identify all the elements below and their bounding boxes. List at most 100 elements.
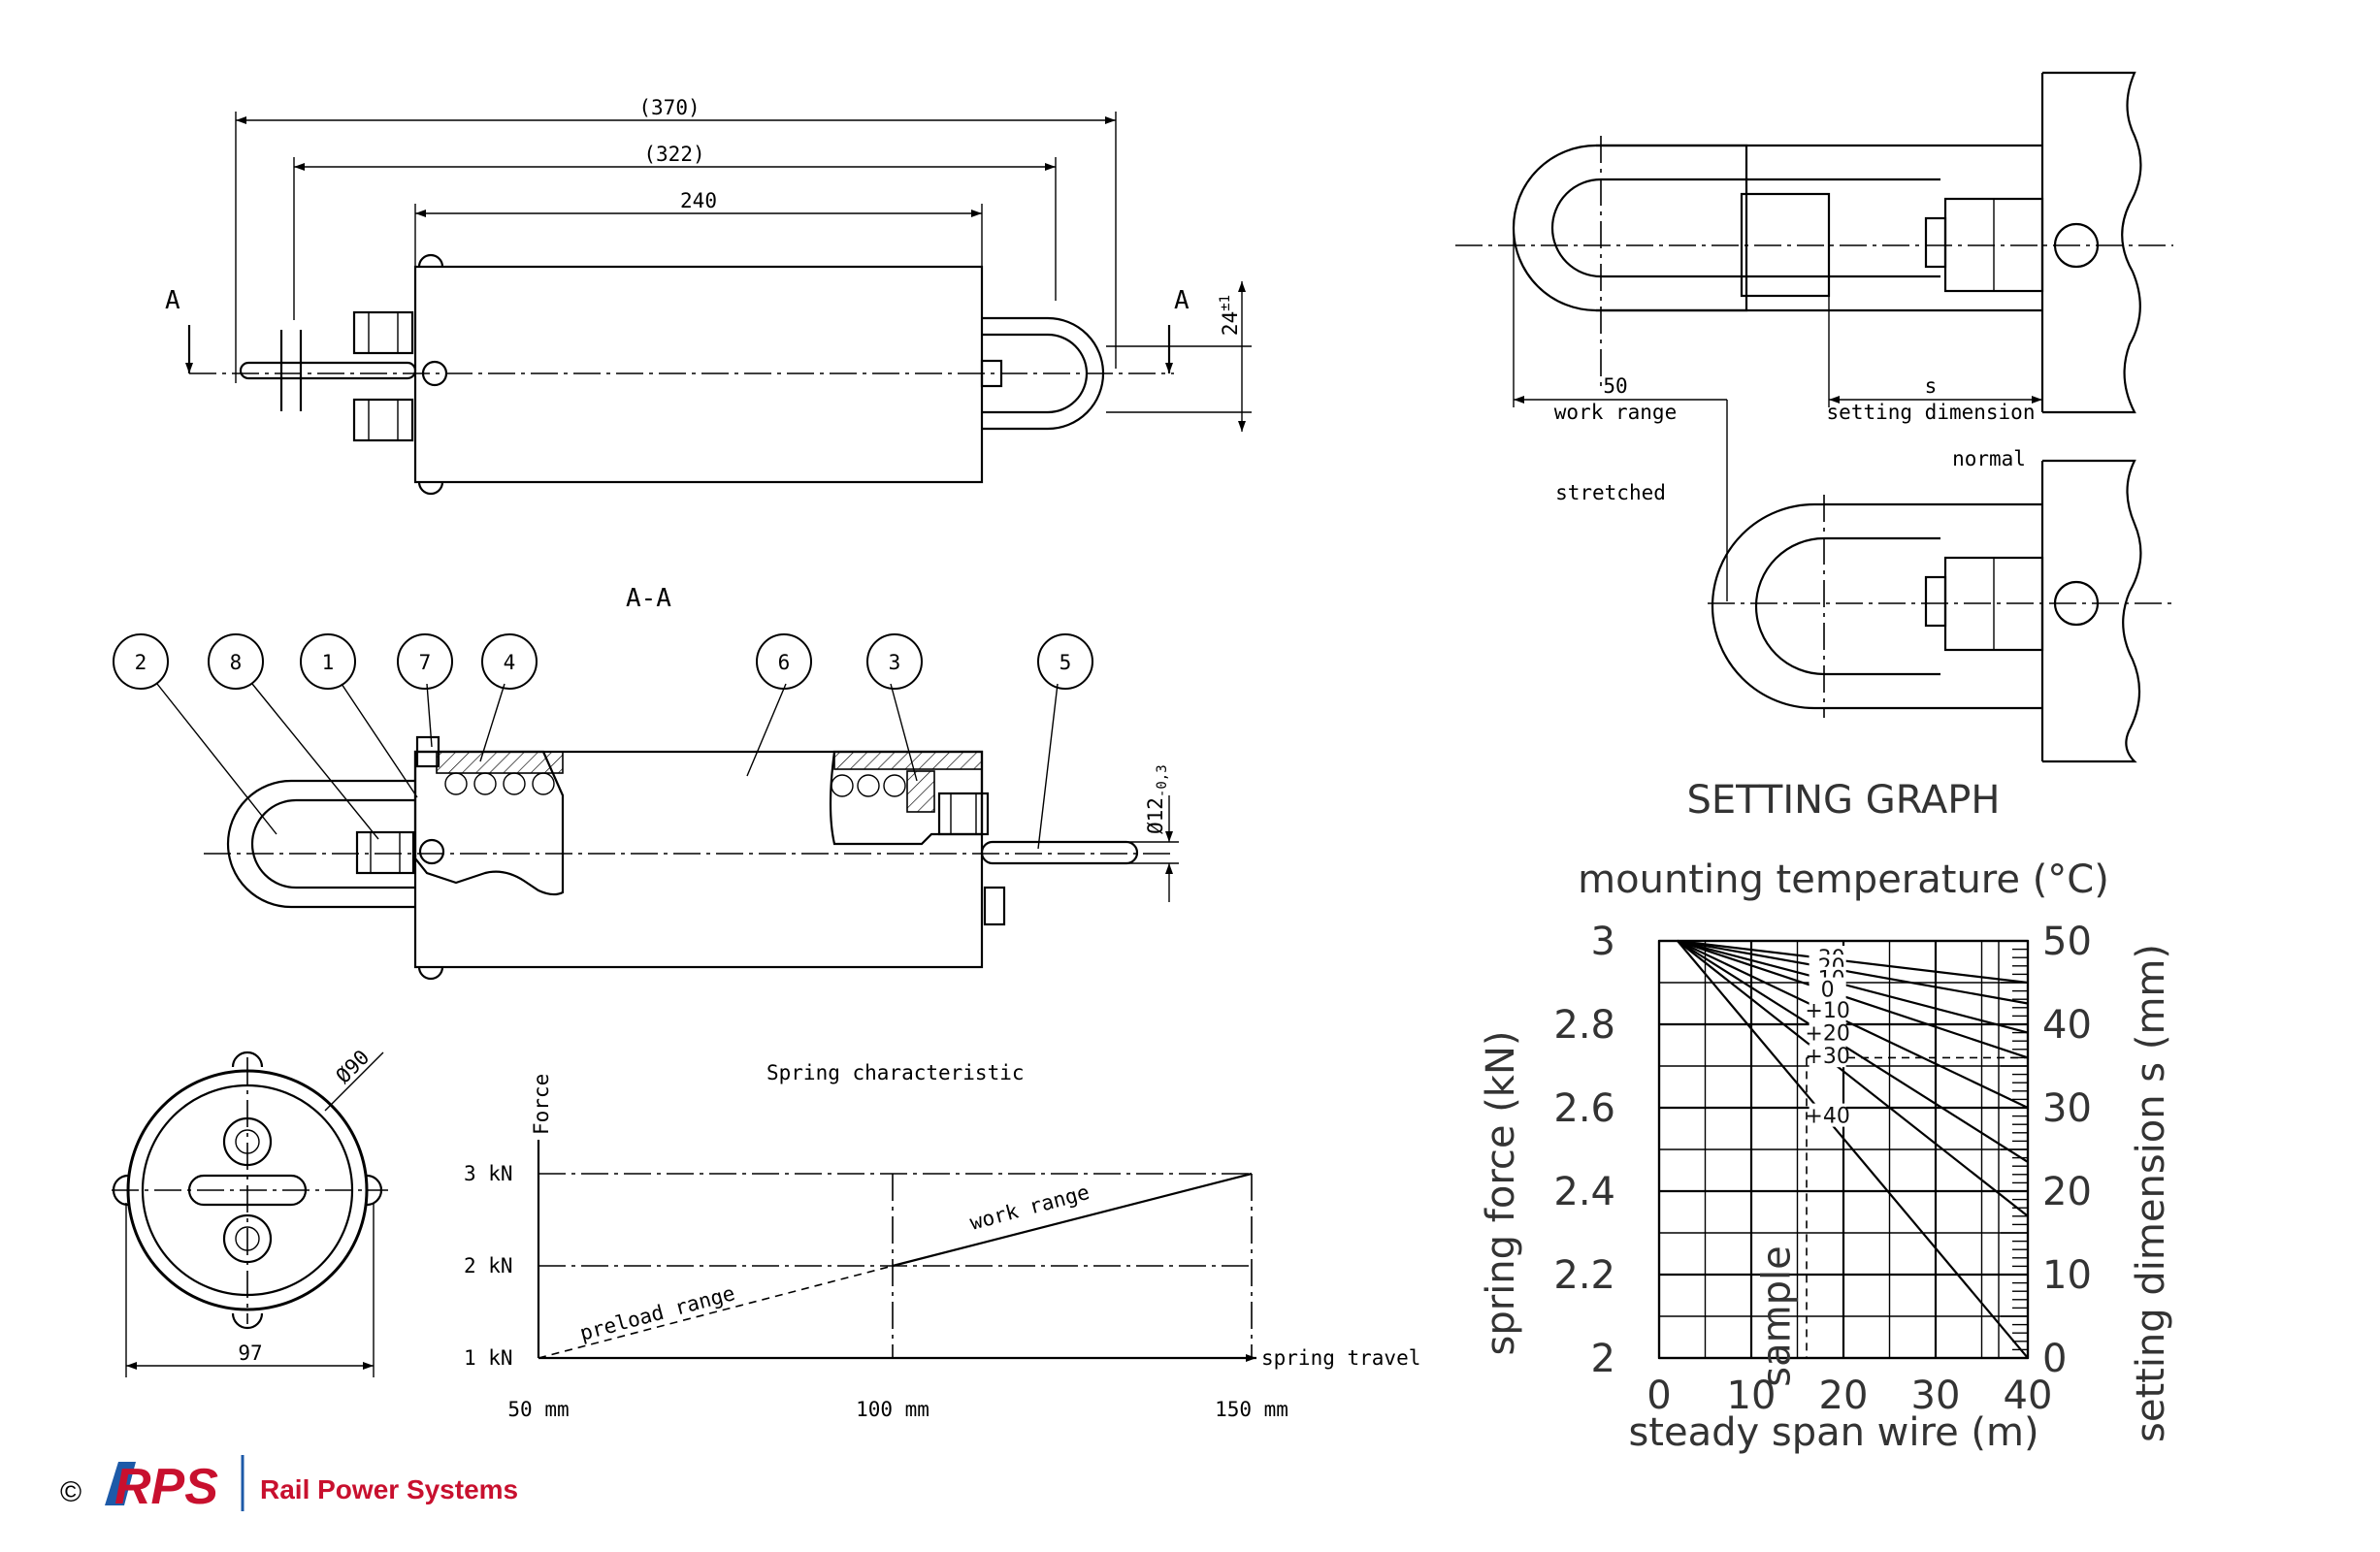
dim-offset: 24±1 bbox=[1218, 295, 1242, 336]
spring-coil bbox=[883, 774, 906, 797]
balloon-5: 5 bbox=[1037, 633, 1093, 690]
x-tick-0: 0 bbox=[1646, 1374, 1671, 1418]
copyright-symbol: © bbox=[60, 1476, 82, 1508]
series-line-+30 bbox=[1677, 940, 2029, 1217]
section-title: A-A bbox=[626, 584, 671, 613]
dim-rod: Ø12-0,3 bbox=[1144, 764, 1170, 834]
end-view: 97 Ø90 bbox=[112, 1046, 388, 1377]
dim-width: 97 bbox=[238, 1342, 262, 1365]
series-label-+20: +20 bbox=[1805, 1022, 1849, 1047]
spring-y-axis-label: Force bbox=[530, 1074, 553, 1135]
rps-logo: RPS bbox=[105, 1459, 218, 1515]
y2-tick-50: 50 bbox=[2042, 920, 2092, 964]
spring-x-tick-50: 50 mm bbox=[507, 1398, 569, 1421]
series-line--20 bbox=[1677, 939, 2029, 1005]
series-label-+30: +30 bbox=[1805, 1045, 1849, 1069]
y2-tick-30: 30 bbox=[2042, 1086, 2092, 1131]
series-line-+10 bbox=[1677, 940, 2029, 1109]
svg-text:1: 1 bbox=[322, 651, 335, 674]
spring-coil bbox=[473, 772, 497, 795]
y2-tick-40: 40 bbox=[2042, 1003, 2092, 1048]
series-line--10 bbox=[1677, 939, 2029, 1034]
series-line--30 bbox=[1677, 939, 2029, 985]
balloon-6: 6 bbox=[756, 633, 812, 690]
setting-graph-subtitle: mounting temperature (°C) bbox=[1578, 857, 2109, 902]
y2-tick-10: 10 bbox=[2042, 1253, 2092, 1298]
balloon-4: 4 bbox=[481, 633, 538, 690]
svg-text:RPS: RPS bbox=[114, 1459, 218, 1515]
spring-chart: Spring characteristic Force spring trave… bbox=[464, 1061, 1420, 1421]
spring-x-axis-label: spring travel bbox=[1261, 1346, 1420, 1370]
spring-y-tick-1: 1 kN bbox=[464, 1346, 513, 1370]
label-work-range: work range bbox=[967, 1180, 1092, 1235]
setting-value: s bbox=[1925, 374, 1938, 398]
balloon-8: 8 bbox=[208, 633, 264, 690]
spring-x-tick-150: 150 mm bbox=[1215, 1398, 1288, 1421]
y-tick-2.4: 2.4 bbox=[1553, 1170, 1615, 1214]
setting-graph-title: SETTING GRAPH bbox=[1687, 778, 2001, 823]
svg-text:5: 5 bbox=[1060, 651, 1072, 674]
dim-middle: (322) bbox=[643, 143, 704, 166]
spring-y-tick-3: 3 kN bbox=[464, 1162, 513, 1185]
footer: © RPS Rail Power Systems bbox=[60, 1455, 518, 1515]
work-range-label: work range bbox=[1554, 401, 1677, 424]
y2-tick-20: 20 bbox=[2042, 1170, 2092, 1214]
y-tick-2.8: 2.8 bbox=[1553, 1003, 1615, 1048]
setting-graph: SETTING GRAPH mounting temperature (°C) … bbox=[1479, 778, 2173, 1455]
y-tick-3: 3 bbox=[1591, 920, 1615, 964]
setting-label: setting dimension bbox=[1827, 401, 2036, 424]
svg-text:8: 8 bbox=[230, 651, 243, 674]
setting-graph-ylabel: spring force (kN) bbox=[1479, 1031, 1523, 1356]
dim-diameter: Ø90 bbox=[332, 1046, 375, 1088]
series-label-bg bbox=[1809, 1044, 1846, 1068]
balloon-3: 3 bbox=[866, 633, 923, 690]
spring-chart-title: Spring characteristic bbox=[766, 1061, 1025, 1084]
x-tick-30: 30 bbox=[1911, 1374, 1961, 1418]
balloon-7: 7 bbox=[397, 633, 453, 690]
y2-tick-0: 0 bbox=[2042, 1337, 2067, 1381]
sample-annotation: sample bbox=[1755, 1245, 1800, 1386]
label-preload-range: preload range bbox=[577, 1281, 737, 1345]
top-view: (370) (322) 240 A A bbox=[165, 96, 1252, 496]
install-view: 50 work range s setting dimension normal… bbox=[1455, 71, 2173, 763]
y-tick-2.6: 2.6 bbox=[1553, 1086, 1615, 1131]
series-label-bg bbox=[1809, 977, 1846, 1001]
spring-coil bbox=[444, 772, 468, 795]
series-line-+20 bbox=[1677, 940, 2029, 1163]
label-normal: normal bbox=[1952, 447, 2026, 470]
svg-text:2: 2 bbox=[135, 651, 147, 674]
svg-text:4: 4 bbox=[504, 651, 516, 674]
series-label-+10: +10 bbox=[1805, 999, 1849, 1023]
svg-text:3: 3 bbox=[889, 651, 901, 674]
series-label-bg bbox=[1809, 998, 1846, 1022]
setting-graph-xlabel: steady span wire (m) bbox=[1628, 1410, 2038, 1455]
svg-text:6: 6 bbox=[778, 651, 791, 674]
series-line-0 bbox=[1677, 939, 2029, 1059]
dim-overall: (370) bbox=[638, 96, 700, 119]
spring-x-tick-100: 100 mm bbox=[856, 1398, 929, 1421]
spring-coil bbox=[532, 772, 555, 795]
svg-text:7: 7 bbox=[419, 651, 432, 674]
series-label-+40: +40 bbox=[1805, 1105, 1849, 1129]
section-mark-left: A bbox=[165, 286, 180, 315]
spring-coil bbox=[503, 772, 526, 795]
section-view: A-A 2 8 1 7 4 6 3 5 Ø12-0,3 bbox=[113, 584, 1179, 981]
balloon-1: 1 bbox=[300, 633, 356, 690]
x-tick-10: 10 bbox=[1727, 1374, 1777, 1418]
series-line-+40 bbox=[1677, 940, 2029, 1359]
series-label-bg bbox=[1809, 1020, 1846, 1045]
spring-coil bbox=[857, 774, 880, 797]
x-tick-40: 40 bbox=[2004, 1374, 2053, 1418]
x-tick-20: 20 bbox=[1819, 1374, 1869, 1418]
series-label-0: 0 bbox=[1821, 979, 1835, 1003]
series-label-bg bbox=[1809, 1103, 1846, 1127]
y-tick-2.2: 2.2 bbox=[1553, 1253, 1615, 1298]
spring-y-tick-2: 2 kN bbox=[464, 1254, 513, 1277]
balloon-2: 2 bbox=[113, 633, 169, 690]
section-mark-right: A bbox=[1174, 286, 1190, 315]
y-tick-2: 2 bbox=[1591, 1337, 1615, 1381]
work-range-value: 50 bbox=[1603, 374, 1627, 398]
spring-coil bbox=[831, 774, 854, 797]
label-stretched: stretched bbox=[1555, 481, 1666, 504]
